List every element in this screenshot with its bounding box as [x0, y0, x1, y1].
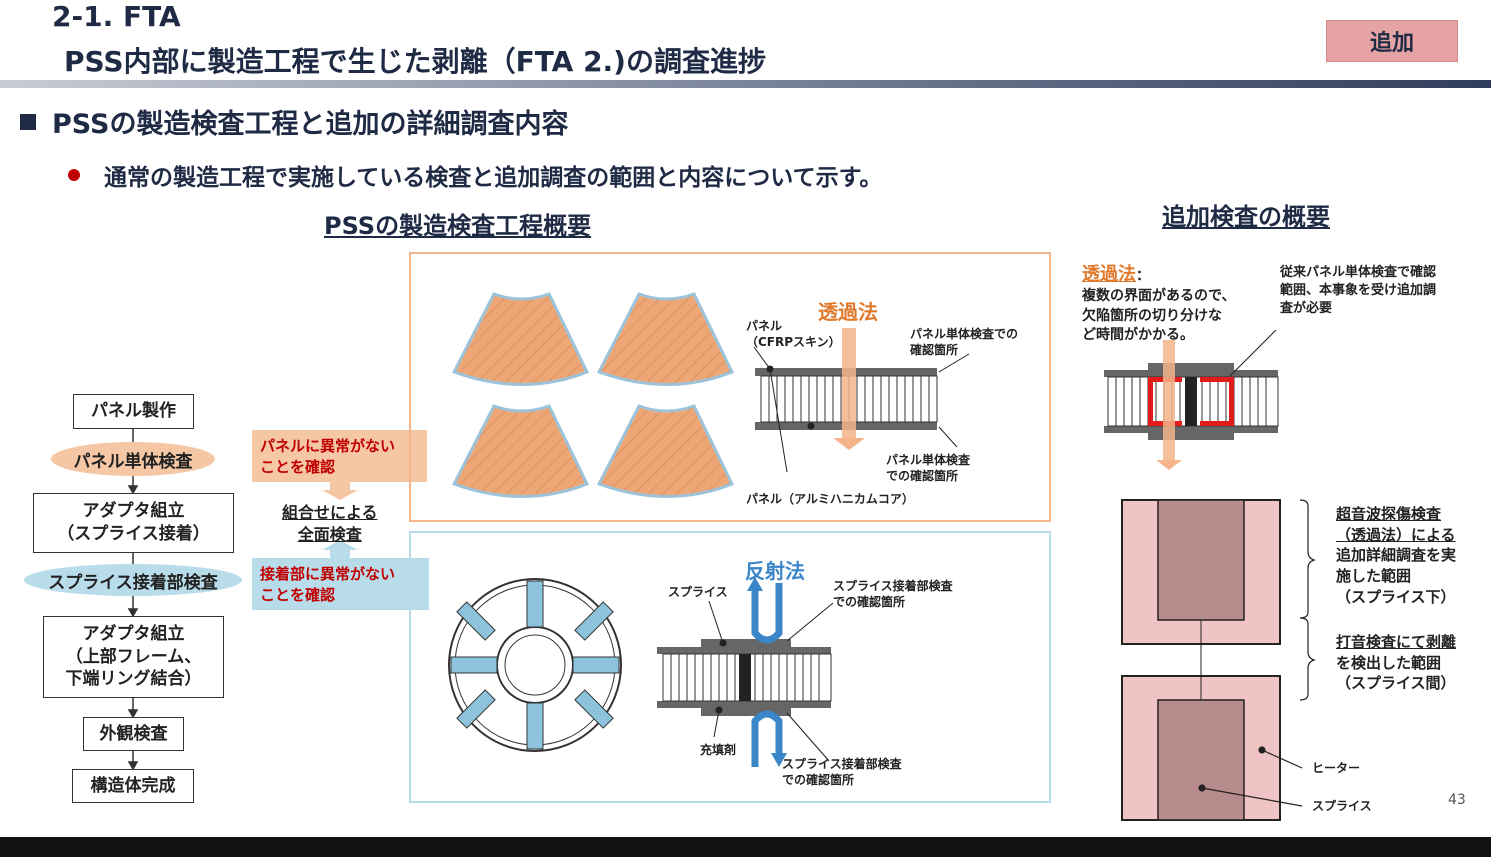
panel-check-top-label: パネル単体検査での 確認箇所 — [910, 326, 1018, 358]
panel-check-top-line2: 確認箇所 — [910, 343, 959, 358]
panel-skin-line1: パネル — [746, 319, 783, 333]
note-bond-ok-line2: ことを確認 — [260, 586, 336, 604]
prior-line1: 従来パネル単体検査で確認 — [1280, 265, 1437, 280]
flow-step3-line3: 下端リング結合） — [65, 669, 202, 690]
splice-check-top-label: スプライス接着部検査 での確認箇所 — [833, 578, 953, 610]
page-number: 43 — [1448, 792, 1466, 808]
bullet-text: 通常の製造工程で実施している検査と追加調査の範囲と内容について示す。 — [104, 165, 883, 191]
right-method-name: 透過法 — [1082, 264, 1136, 285]
flow-splice-inspection: スプライス接着部検査 — [24, 564, 242, 596]
right-desc-line1: 複数の界面があるので、 — [1082, 288, 1236, 305]
splice-label: スプライス — [668, 585, 728, 599]
splice-check-bottom-line1: スプライス接着部検査 — [782, 757, 902, 771]
right-subtitle: 追加検査の概要 — [1162, 203, 1330, 231]
flow-adapter-assembly-splice: アダプタ組立 （スプライス接着） — [33, 493, 234, 553]
flow-step2-line2: （スプライス接着） — [57, 524, 210, 544]
bottom-bar — [0, 837, 1491, 857]
panel-check-bottom-line2: での確認箇所 — [886, 469, 959, 484]
right-method-title: 透過法： — [1082, 262, 1235, 287]
ut-line3: 追加詳細調査を実 — [1336, 546, 1457, 565]
added-badge: 追加 — [1326, 20, 1458, 62]
splice-inspection-diagram — [448, 577, 834, 767]
page-title-line1: 2-1. FTA — [52, 0, 181, 33]
panel-skin-line2: （CFRPスキン） — [746, 335, 841, 350]
panel-skin-label: パネル （CFRPスキン） — [746, 318, 841, 350]
prior-range-note: 従来パネル単体検査で確認 範囲、本事象を受け追加調 査が必要 — [1280, 264, 1436, 319]
reflection-method-label: 反射法 — [745, 559, 805, 583]
panel-inspection-frame — [409, 252, 1051, 522]
tap-line3: （スプライス間） — [1336, 674, 1456, 693]
left-subtitle: PSSの製造検査工程概要 — [324, 212, 592, 240]
tap-line2: を検出した範囲 — [1336, 653, 1442, 672]
panel-segments — [451, 292, 735, 498]
panel-check-bottom-label: パネル単体検査 での確認箇所 — [886, 452, 970, 484]
right-method-desc: 透過法： 複数の界面があるので、 欠陥箇所の切り分けな ど時間がかかる。 — [1082, 262, 1235, 346]
splice-check-bottom-label: スプライス接着部検査 での確認箇所 — [782, 756, 902, 788]
ut-range-note: 超音波探傷検査 （透過法）による 追加詳細調査を実 施した範囲 （スプライス下） — [1336, 504, 1456, 607]
header-divider — [0, 80, 1491, 88]
flow-structure-complete: 構造体完成 — [72, 769, 194, 803]
flow-adapter-assembly-frame: アダプタ組立 （上部フレーム、 下端リング結合） — [43, 616, 224, 698]
tap-range-note: 打音検査にて剥離 を検出した範囲 （スプライス間） — [1336, 632, 1456, 694]
flow-step2-line1: アダプタ組立 — [82, 501, 185, 522]
note-panel-ok-line2: ことを確認 — [260, 458, 336, 476]
right-splice-label: スプライス — [1312, 799, 1372, 813]
combined-line2: 全面検査 — [297, 524, 362, 544]
right-desc-line2: 欠陥箇所の切り分けな — [1082, 307, 1222, 324]
right-desc-line3: ど時間がかかる。 — [1082, 327, 1194, 344]
heater-label: ヒーター — [1312, 761, 1361, 775]
splice-check-bottom-line2: での確認箇所 — [782, 773, 855, 788]
section-title: PSSの製造検査工程と追加の詳細調査内容 — [20, 102, 568, 141]
tap-line1: 打音検査にて剥離 — [1336, 633, 1457, 651]
filler-label: 充填剤 — [700, 743, 737, 757]
section-title-text: PSSの製造検査工程と追加の詳細調査内容 — [52, 109, 569, 140]
note-panel-ok-line1: パネルに異常がない — [260, 437, 396, 455]
note-panel-ok: パネルに異常がない ことを確認 — [252, 430, 427, 482]
bullet-line: 通常の製造工程で実施している検査と追加調査の範囲と内容について示す。 — [68, 158, 882, 192]
square-bullet-icon — [20, 114, 36, 130]
flow-step3-line1: アダプタ組立 — [82, 623, 185, 644]
right-method-colon: ： — [1136, 268, 1150, 284]
flow-panel-fabrication: パネル製作 — [73, 394, 194, 429]
splice-check-top-line2: での確認箇所 — [833, 595, 906, 610]
ut-line5: （スプライス下） — [1336, 587, 1456, 606]
red-dot-icon — [68, 169, 80, 181]
combined-line1: 組合せによる — [282, 503, 378, 522]
prior-line3: 査が必要 — [1280, 301, 1333, 317]
splice-check-top-line1: スプライス接着部検査 — [833, 579, 953, 593]
panel-core-label: パネル（アルミハニカムコア） — [746, 492, 914, 506]
ut-line2: （透過法）による — [1336, 525, 1456, 544]
note-bond-ok: 接着部に異常がない ことを確認 — [252, 558, 429, 610]
prior-line2: 範囲、本事象を受け追加調 — [1280, 283, 1437, 299]
splice-inspection-frame — [409, 531, 1051, 803]
flow-panel-inspection: パネル単体検査 — [51, 442, 215, 476]
ut-line1: 超音波探傷検査 — [1336, 505, 1442, 523]
note-bond-ok-line1: 接着部に異常がない — [260, 565, 396, 583]
panel-inspection-diagram — [451, 292, 970, 498]
page-title-line2: PSS内部に製造工程で生じた剥離（FTA 2.)の調査進捗 — [64, 45, 766, 78]
panel-check-top-line1: パネル単体検査での — [910, 327, 1019, 341]
flow-step3-line2: （上部フレーム、 — [65, 646, 202, 667]
combined-inspection-label: 組合せによる 全面検査 — [282, 502, 378, 545]
flow-visual-inspection: 外観検査 — [83, 717, 184, 751]
panel-check-bottom-line1: パネル単体検査 — [886, 453, 971, 467]
ut-line4: 施した範囲 — [1336, 567, 1412, 586]
transmission-method-label: 透過法 — [818, 300, 878, 324]
additional-inspection-diagram — [1104, 329, 1316, 821]
